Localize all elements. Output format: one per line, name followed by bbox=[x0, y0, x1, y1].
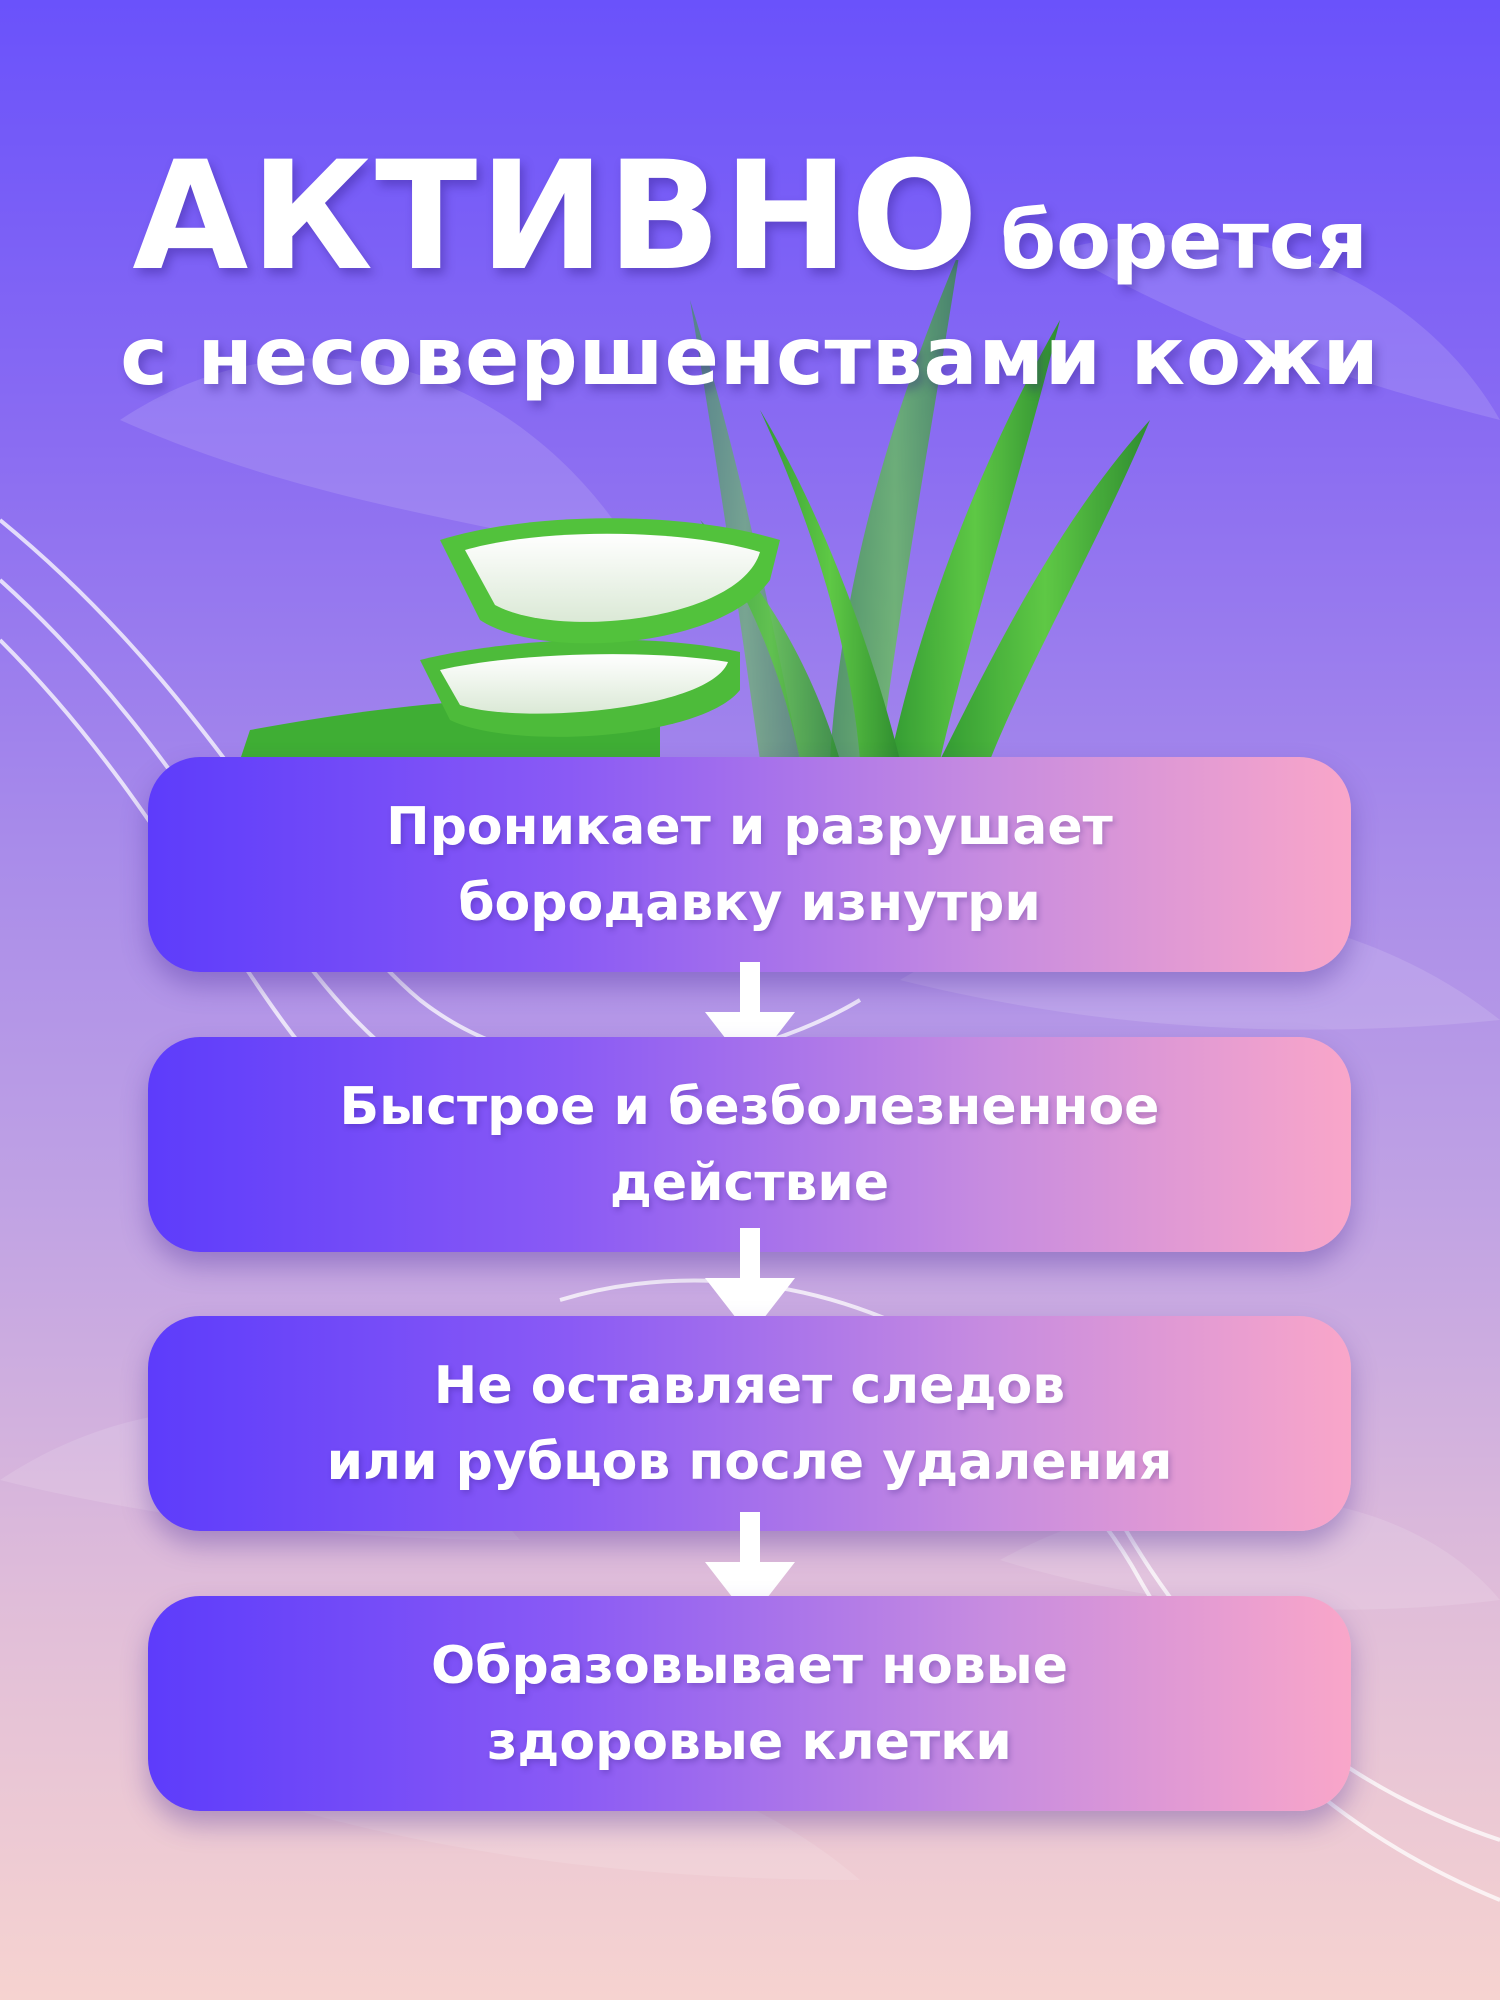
step-text: Быстрое и безболезненное действие bbox=[339, 1076, 1160, 1213]
headline-verb: борется bbox=[1000, 194, 1368, 287]
arrow-down-icon bbox=[705, 1512, 795, 1620]
step-card-2: Быстрое и безболезненное действие bbox=[148, 1037, 1351, 1252]
headline-emphasis: АКТИВНО bbox=[132, 130, 981, 304]
arrow-down-icon bbox=[705, 1228, 795, 1336]
headline-subtitle: с несовершенствами кожи bbox=[120, 310, 1380, 403]
step-card-1: Проникает и разрушает бородавку изнутри bbox=[148, 757, 1351, 972]
step-text: Не оставляет следов или рубцов после уда… bbox=[326, 1355, 1173, 1492]
step-card-3: Не оставляет следов или рубцов после уда… bbox=[148, 1316, 1351, 1531]
aloe-vera-illustration bbox=[240, 260, 1150, 760]
step-text: Проникает и разрушает бородавку изнутри bbox=[386, 796, 1113, 933]
step-text: Образовывает новые здоровые клетки bbox=[430, 1635, 1069, 1772]
step-card-4: Образовывает новые здоровые клетки bbox=[148, 1596, 1351, 1811]
